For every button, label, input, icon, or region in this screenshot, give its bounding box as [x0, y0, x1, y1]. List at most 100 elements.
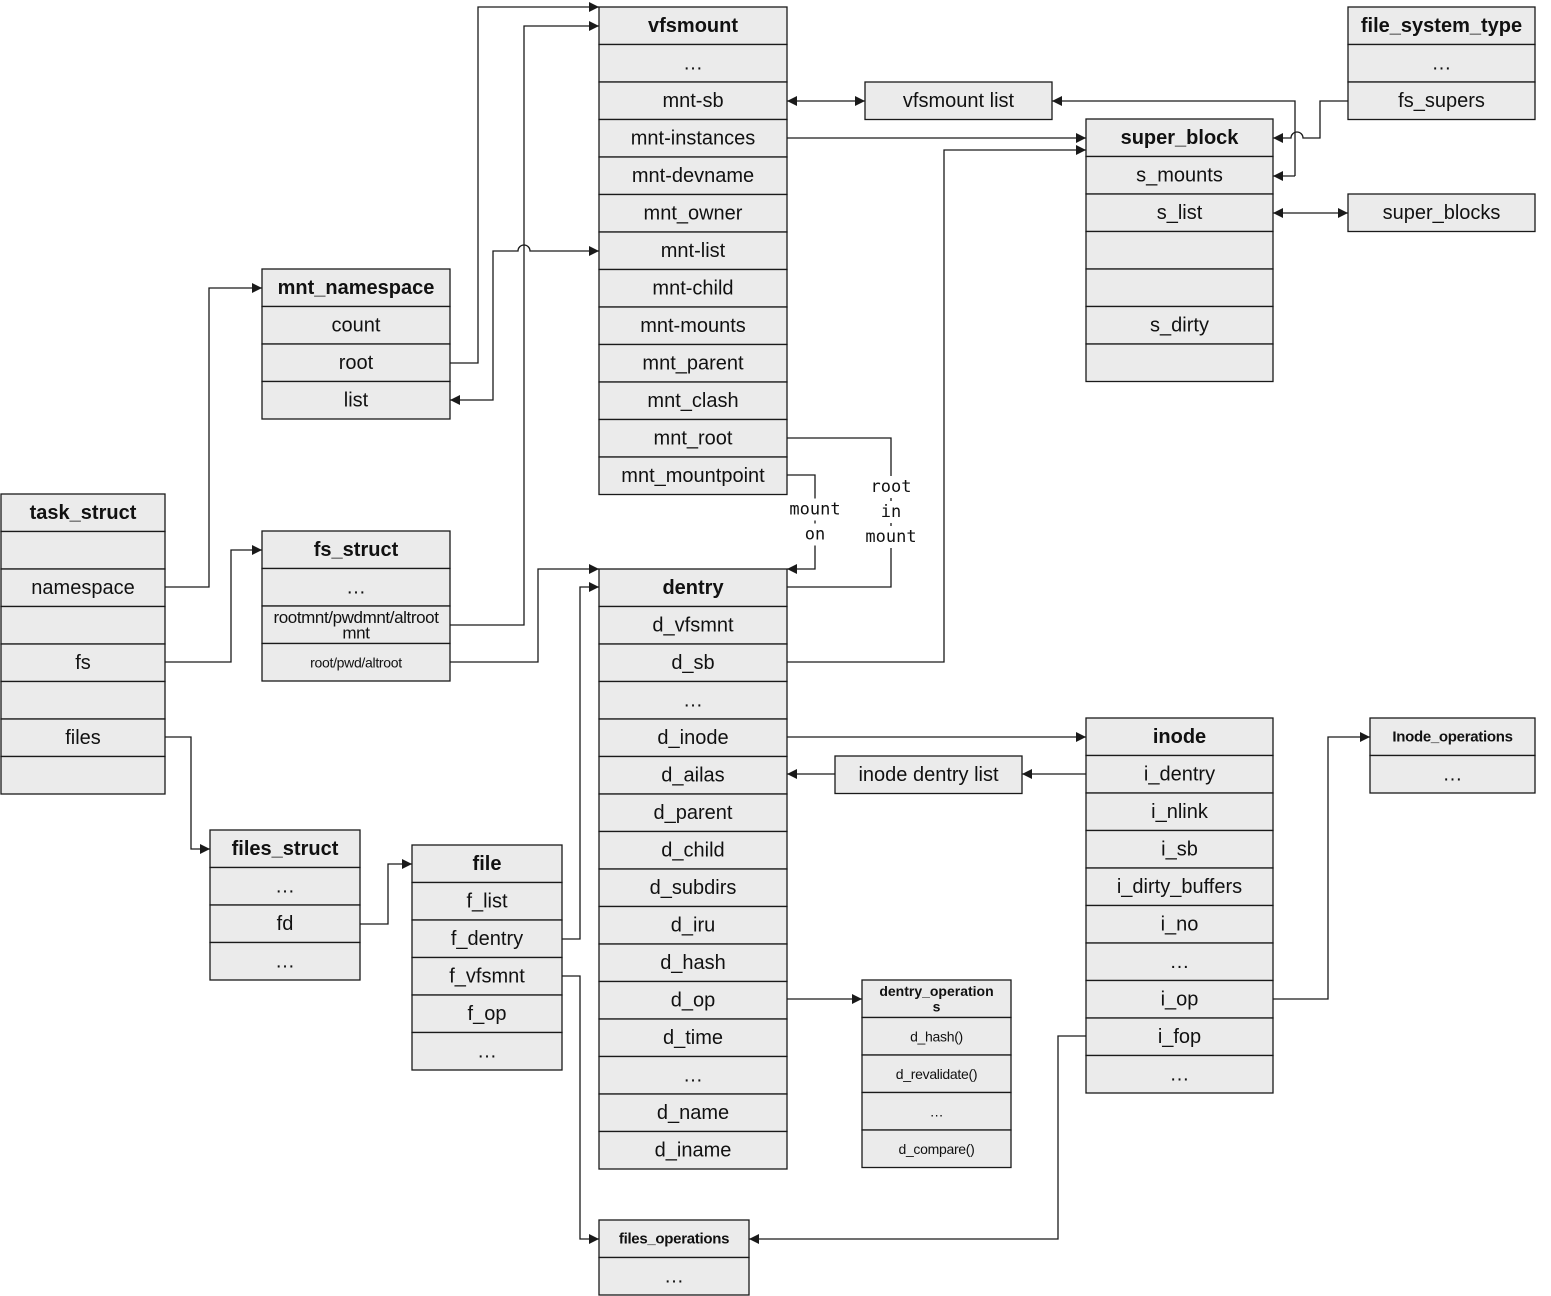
field-cell [598, 718, 788, 758]
annotation-line: mount [865, 527, 916, 547]
mnt-mountpoint-to-dentry [787, 474, 816, 574]
field-name: mnt-devname [632, 165, 754, 187]
field-name: … [275, 950, 295, 972]
field-name: list [344, 389, 369, 411]
field-name: d_subdirs [650, 877, 737, 899]
field-cell [1369, 754, 1536, 794]
struct-header-cell [411, 844, 563, 884]
field-name: super_blocks [1383, 202, 1501, 224]
struct-name: Inode_operations [1392, 728, 1512, 745]
field-cell [598, 193, 788, 233]
field-cell [1085, 754, 1274, 794]
rootmnt-to-vfsmount [450, 21, 599, 626]
field-cell [209, 904, 361, 944]
struct-vfsmount: vfsmount…mnt-sbmnt-instancesmnt-devnamem… [598, 6, 788, 496]
namespace-to-mnt-namespace [165, 283, 262, 588]
field-cell [598, 118, 788, 158]
field-cell [1085, 904, 1274, 944]
field-name: mnt-child [652, 277, 733, 299]
struct-header-cell [1369, 717, 1536, 757]
field-name: … [930, 1103, 944, 1119]
field-cell [0, 755, 166, 795]
field-cell [411, 956, 563, 996]
field-name: inode dentry list [858, 764, 999, 786]
annotation-line: in [881, 502, 901, 522]
field-name: d_inode [657, 727, 728, 749]
field-cell [598, 980, 788, 1020]
field-cell [598, 343, 788, 383]
field-cell [261, 343, 451, 383]
struct-header-cell [598, 1219, 750, 1259]
field-name: mnt_clash [647, 390, 738, 412]
field-name: namespace [31, 577, 134, 599]
field-name: mnt-instances [631, 127, 756, 149]
struct-name: files_operations [619, 1230, 729, 1247]
field-cell [1085, 155, 1274, 195]
field-cell [598, 81, 788, 121]
field-cell [861, 1054, 1012, 1094]
field-name: d_hash() [910, 1028, 963, 1044]
field-cell [1085, 305, 1274, 345]
field-cell [834, 755, 1023, 795]
field-name: d_name [657, 1102, 729, 1124]
struct-name: inode [1153, 726, 1206, 748]
field-cell [1085, 792, 1274, 832]
field-cell [0, 568, 166, 608]
field-name: i_no [1161, 913, 1199, 935]
field-cell [0, 643, 166, 683]
field-name: … [1170, 951, 1190, 973]
field-name: … [664, 1265, 684, 1287]
f-op-to-files-operations [562, 975, 599, 1244]
field-cell [261, 380, 451, 420]
field-name: mnt_parent [642, 352, 744, 374]
field-name: mnt-mounts [640, 315, 746, 337]
field-cell [1347, 81, 1536, 121]
struct-boxes: vfsmount…mnt-sbmnt-instancesmnt-devnamem… [0, 6, 1536, 1296]
field-cell [598, 905, 788, 945]
field-name: f_dentry [451, 928, 523, 950]
struct-header-cell [598, 6, 788, 46]
field-cell [598, 943, 788, 983]
field-cell [598, 1256, 750, 1296]
field-cell [598, 381, 788, 421]
field-name: root [339, 352, 374, 374]
field-cell [861, 1016, 1012, 1056]
struct-files-struct: files_struct…fd… [209, 829, 361, 981]
field-cell [261, 642, 451, 682]
field-name: mnt_mountpoint [621, 465, 765, 487]
struct-name: vfsmount [648, 15, 738, 37]
field-name: f_op [468, 1003, 507, 1025]
i-fop-to-files-operations [749, 1035, 1086, 1244]
annotation-line: root [871, 477, 912, 497]
field-cell [1347, 193, 1536, 233]
struct-inode-dentry-list: inode dentry list [834, 755, 1023, 795]
field-cell [1085, 942, 1274, 982]
struct-inode-operations: Inode_operations… [1369, 717, 1536, 794]
field-name: i_dentry [1144, 763, 1215, 785]
field-cell [411, 1031, 563, 1071]
field-cell [598, 755, 788, 795]
field-name: d_parent [654, 802, 733, 824]
field-name: … [683, 52, 703, 74]
annotation-root-in-mount: root in mount [863, 476, 919, 548]
field-name: s_mounts [1136, 164, 1223, 186]
field-cell [598, 643, 788, 683]
field-name: i_dirty_buffers [1117, 876, 1242, 898]
field-cell [1085, 1054, 1274, 1094]
field-cell [598, 605, 788, 645]
field-name: mnt-list [661, 240, 726, 262]
field-name: … [346, 576, 366, 598]
super-block-to-vfsmount-list [1052, 96, 1296, 176]
field-name: d_vfsmnt [652, 614, 734, 636]
field-name: mnt_root [654, 427, 733, 449]
field-name: d_compare() [898, 1141, 974, 1157]
field-name: fs [75, 652, 91, 674]
field-cell [261, 567, 451, 607]
field-cell [598, 231, 788, 271]
struct-header-cell [1085, 118, 1274, 158]
